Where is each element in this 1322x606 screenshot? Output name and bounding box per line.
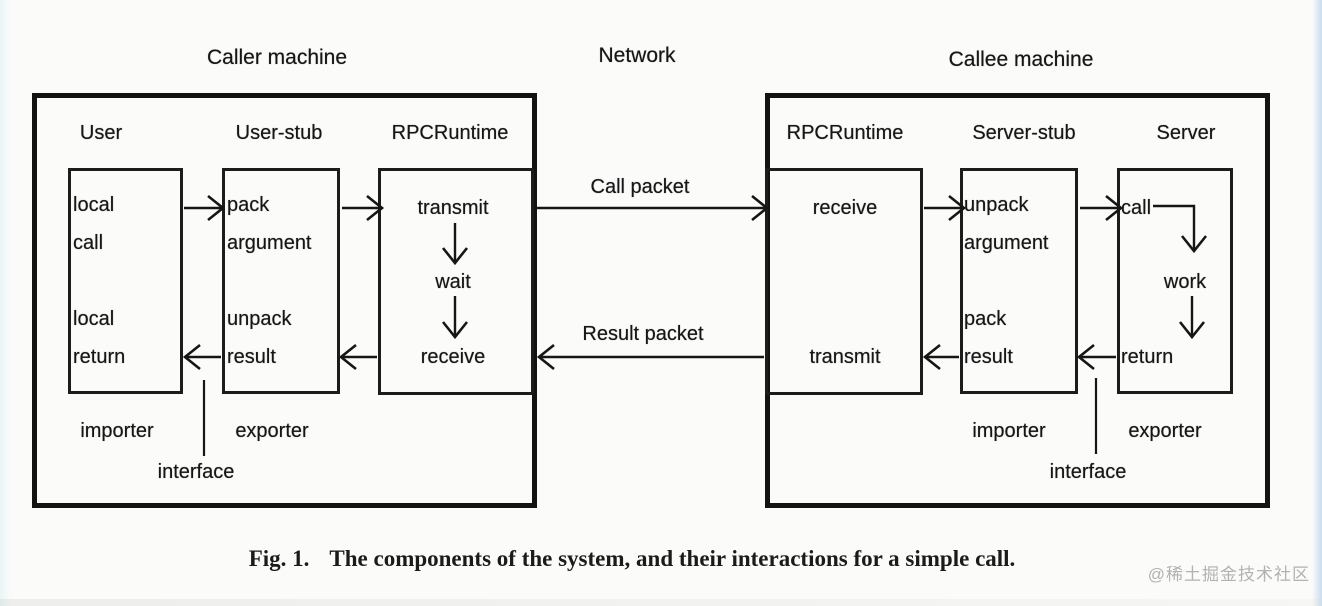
server-box	[1117, 168, 1233, 394]
callee-receive: receive	[812, 197, 878, 219]
user-local-return: local return	[73, 308, 126, 368]
result-packet-label: Result packet	[582, 323, 704, 345]
callee-rpcruntime-box	[765, 168, 923, 395]
caller-wait: wait	[435, 271, 471, 293]
caller-exporter-label: exporter	[235, 420, 309, 442]
watermark: @稀土掘金技术社区	[1147, 565, 1310, 584]
caller-col-user: User	[79, 122, 123, 144]
figure-number: Fig. 1.	[248, 546, 310, 571]
server-return: return	[1121, 346, 1174, 368]
caller-interface-label: interface	[157, 461, 235, 483]
server-stub-box	[960, 168, 1078, 394]
user-box	[68, 168, 183, 394]
sstub-unpack-argument: unpack argument	[964, 194, 1049, 254]
stub-unpack-result: unpack result	[227, 308, 292, 368]
user-local-call: local call	[73, 194, 115, 254]
stub-pack-argument: pack argument	[227, 194, 312, 254]
callee-interface-label: interface	[1049, 461, 1127, 483]
page-edge-right	[1312, 0, 1322, 606]
user-stub-box	[222, 168, 340, 394]
caller-transmit: transmit	[417, 197, 489, 219]
caller-rpcruntime-box	[378, 168, 534, 395]
caller-machine-title: Caller machine	[206, 46, 348, 69]
callee-machine-title: Callee machine	[948, 48, 1094, 71]
server-work: work	[1163, 271, 1207, 293]
page-edge-bottom	[0, 599, 1322, 606]
figure-caption: Fig. 1. The components of the system, and…	[249, 546, 1016, 572]
callee-exporter-label: exporter	[1128, 420, 1202, 442]
callee-col-runtime: RPCRuntime	[786, 122, 904, 144]
callee-col-server: Server	[1156, 122, 1216, 144]
callee-importer-label: importer	[972, 420, 1046, 442]
caller-importer-label: importer	[80, 420, 154, 442]
figure-caption-text: The components of the system, and their …	[329, 546, 1016, 571]
call-packet-label: Call packet	[590, 176, 690, 198]
network-label: Network	[598, 44, 676, 67]
caller-col-runtime: RPCRuntime	[391, 122, 509, 144]
caller-receive: receive	[420, 346, 486, 368]
callee-col-stub: Server-stub	[972, 122, 1076, 144]
page-edge-left	[0, 0, 10, 606]
caller-col-stub: User-stub	[235, 122, 323, 144]
callee-transmit: transmit	[809, 346, 881, 368]
server-call: call	[1121, 197, 1152, 219]
sstub-pack-result: pack result	[964, 308, 1013, 368]
caller-machine-box	[32, 93, 537, 508]
